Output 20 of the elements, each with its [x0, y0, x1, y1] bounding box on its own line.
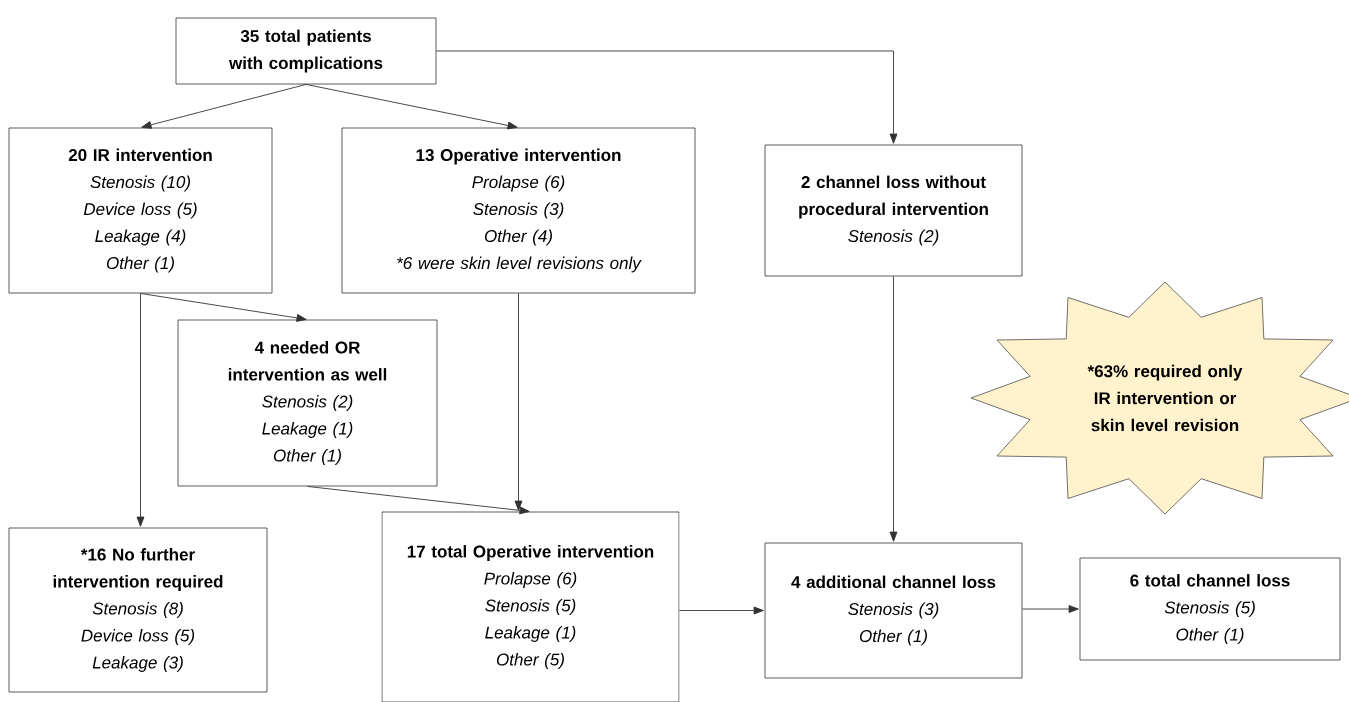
process-box: *16 No further intervention required Stenosis (8) Device loss (5) Leakage (3) — [8, 527, 268, 693]
arrow — [1021, 605, 1079, 613]
process-box: 20 IR intervention Stenosis (10) Device loss (5) Leakage (4) Other (1) — [8, 127, 273, 294]
process-box: 2 channel loss without procedural intervention Stenosis (2) — [764, 144, 1023, 277]
arrow — [889, 275, 898, 542]
arrow — [514, 292, 523, 511]
process-box: 17 total Operative intervention Prolapse (6) Stenosis (5) Leakage (1) Other (5) — [381, 511, 680, 702]
arrow — [307, 485, 530, 515]
process-box: 13 Operative intervention Prolapse (6) Stenosis (3) Other (4) *6 were skin level revisions only — [341, 127, 696, 294]
arrow — [140, 292, 307, 322]
arrow — [305, 83, 518, 130]
process-box: 6 total channel loss Stenosis (5) Other (1) — [1079, 557, 1341, 661]
arrow — [435, 50, 898, 144]
arrow — [678, 606, 764, 615]
starburst-callout: *63% required only IR intervention or skin level revision — [970, 281, 1349, 515]
arrow — [136, 292, 145, 527]
process-box: 4 needed OR intervention as well Stenosis (2) Leakage (1) Other (1) — [177, 319, 438, 487]
process-box: 35 total patients with complications — [175, 17, 437, 85]
process-box: 4 additional channel loss Stenosis (3) Other (1) — [764, 542, 1023, 679]
arrow — [141, 83, 307, 129]
